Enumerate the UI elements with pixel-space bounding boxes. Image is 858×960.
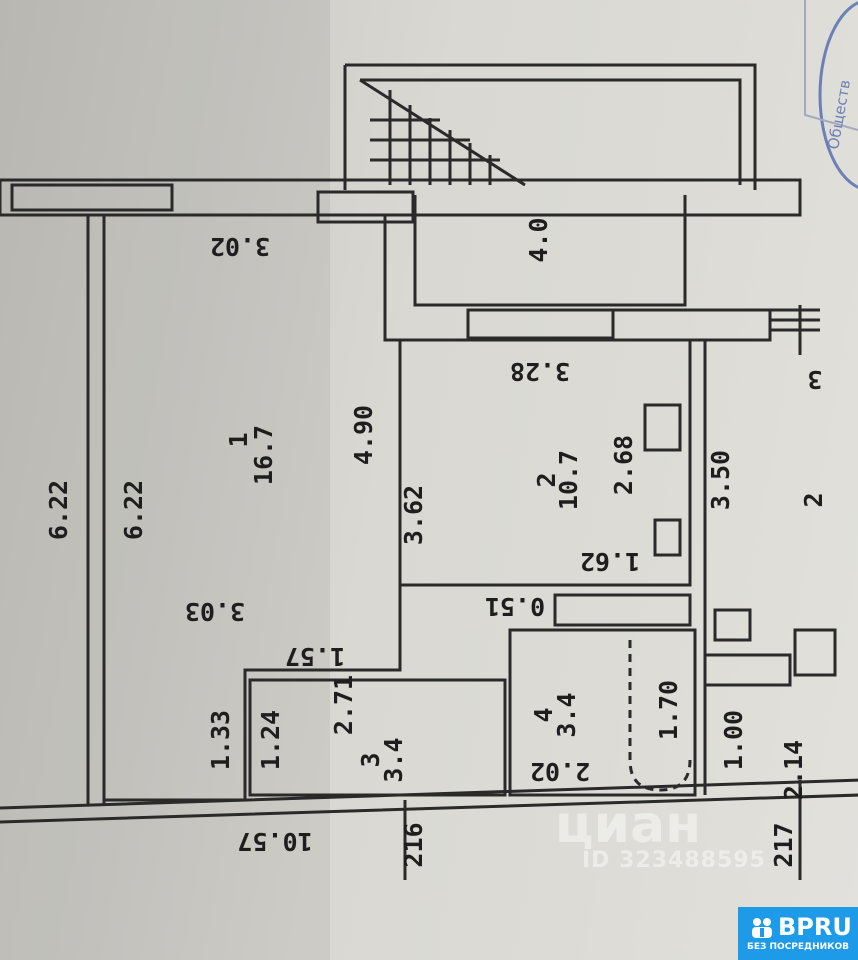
- people-icon: [752, 918, 772, 938]
- dimension-3-50: 3.50: [706, 450, 735, 510]
- dimension-217: 217: [769, 822, 798, 867]
- balcony-area: 4.0: [524, 217, 553, 262]
- dimension-1-33: 1.33: [206, 710, 235, 770]
- wall-pillar: [316, 190, 415, 224]
- dimension-0-51: 0.51: [485, 592, 545, 621]
- room-4-area: 3.4: [552, 692, 581, 737]
- dimension-1-70: 1.70: [654, 680, 683, 740]
- right-room-number: 2: [799, 492, 828, 507]
- stamp: Обществ: [804, 0, 858, 189]
- watermark-id: ID 323488595: [582, 848, 766, 873]
- room-4-number: 4: [529, 707, 558, 722]
- dimension-2-68: 2.68: [609, 435, 638, 495]
- dimension-6-22-outer: 6.22: [44, 480, 73, 540]
- svg-text:Обществ: Обществ: [824, 78, 854, 150]
- partial-label-3: 3: [807, 365, 822, 394]
- badge-subtitle: БЕЗ ПОСРЕДНИКОВ: [746, 942, 849, 952]
- dimension-2-02: 2.02: [530, 757, 590, 786]
- dimension-3-28: 3.28: [510, 357, 570, 386]
- dimension-1-62: 1.62: [580, 547, 640, 576]
- dimension-3-02: 3.02: [210, 232, 270, 261]
- dimension-10-57: 10.57: [237, 827, 312, 856]
- dimension-2-71: 2.71: [329, 675, 358, 735]
- watermark-logo: циан: [555, 795, 701, 855]
- room-2-number: 2: [532, 472, 561, 487]
- room-1-area: 16.7: [249, 425, 278, 485]
- dimension-2-14: 2.14: [779, 740, 808, 800]
- walls: [0, 63, 858, 880]
- window-left: [10, 183, 174, 212]
- dimension-1-57: 1.57: [285, 642, 345, 671]
- kitchen-window: [466, 308, 615, 340]
- dimension-6-22-inner: 6.22: [119, 480, 148, 540]
- dimension-3-03: 3.03: [185, 597, 245, 626]
- dimension-1-24: 1.24: [256, 710, 285, 770]
- room-1-number: 1: [224, 432, 253, 447]
- room-3-number: 3: [356, 752, 385, 767]
- dimension-4-90: 4.90: [349, 405, 378, 465]
- badge-logo: BPRU: [778, 913, 852, 941]
- room-2-area: 10.7: [554, 450, 583, 510]
- dimension-216: 216: [399, 822, 428, 867]
- bpru-badge[interactable]: BPRU БЕЗ ПОСРЕДНИКОВ: [738, 907, 858, 960]
- dimension-3-62: 3.62: [399, 485, 428, 545]
- dimension-1-00: 1.00: [719, 710, 748, 770]
- room-3-area: 3.4: [379, 737, 408, 782]
